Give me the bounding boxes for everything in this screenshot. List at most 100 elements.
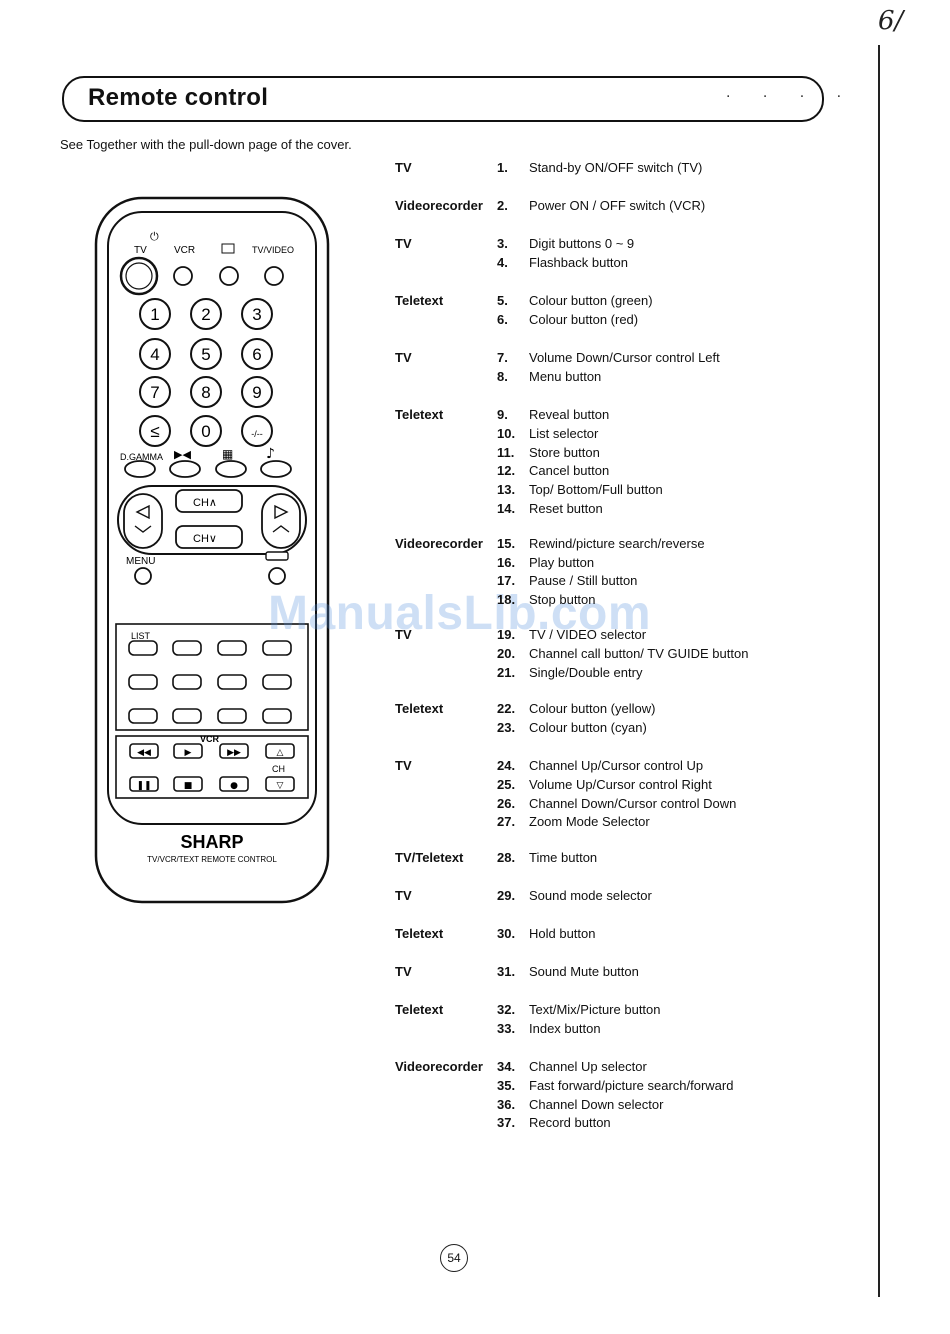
item-text: Play button	[529, 554, 595, 570]
legend-item: 2.Power ON / OFF switch (VCR)	[395, 198, 865, 217]
item-number: 7.	[497, 350, 508, 365]
item-number: 4.	[497, 254, 508, 270]
digit-label: 4	[150, 345, 159, 364]
vcr-symbol-icon: ■	[184, 781, 193, 791]
watermark: ManualsLib.com	[268, 587, 652, 640]
group-label: Teletext	[395, 293, 444, 308]
tv-video-label: TV/VIDEO	[252, 245, 294, 255]
item-number: 14.	[497, 500, 516, 516]
legend-item: 7.Volume Down/Cursor control Left	[395, 350, 865, 369]
legend-item: 28.Time button	[395, 850, 865, 869]
legend-item: 8.Menu button	[395, 369, 865, 388]
legend-item: 9. Reveal button	[395, 407, 865, 426]
item-text: Volume Up/Cursor control Right	[529, 776, 712, 792]
channel-up-button	[175, 489, 243, 513]
digit-button	[190, 415, 222, 447]
legend-item: 14.Reset button	[395, 501, 865, 520]
tv-label: TV	[134, 245, 147, 256]
digit-button	[241, 298, 273, 330]
item-text: Channel Down/Cursor control Down	[529, 795, 737, 811]
item-number: 13.	[497, 482, 516, 498]
digit-label: 3	[252, 305, 261, 324]
reveal-icon: ▶◀	[174, 448, 191, 461]
group-label: Teletext	[395, 407, 444, 422]
legend-item: 5.Colour button (green)	[395, 293, 865, 312]
vcr-symbol-icon: ❚❚	[136, 781, 151, 791]
vcr-symbol-icon: ▶▶	[227, 748, 241, 758]
teletext-button	[172, 640, 202, 656]
item-number: 36.	[497, 1096, 516, 1112]
item-text: Hold button	[529, 925, 596, 941]
zoom-icon	[265, 551, 289, 561]
group-label: Teletext	[395, 1001, 444, 1017]
group-label: Videorecorder	[395, 535, 483, 551]
color-button-1	[124, 460, 156, 478]
legend-item: 3.Digit buttons 0 ~ 9	[395, 236, 865, 255]
legend-item: 27. Zoom Mode Selector	[395, 814, 865, 833]
vcr-button	[129, 776, 159, 792]
legend-item: 36.Channel Down selector	[395, 1097, 865, 1116]
group-label: Videorecorder	[395, 198, 483, 213]
group-label: TV/Teletext	[395, 849, 464, 865]
item-number: 11.	[497, 444, 515, 460]
item-text: Reveal button	[529, 407, 610, 422]
item-text: Zoom Mode Selector	[529, 814, 650, 830]
item-number: 37.	[497, 1115, 516, 1131]
group-label: Videorecorder	[395, 1058, 483, 1074]
legend-item: 23. Colour button (cyan)	[395, 720, 865, 739]
teletext-button	[128, 708, 158, 724]
item-text: Pause / Still button	[529, 573, 638, 589]
page-title: Remote control	[88, 84, 269, 111]
item-text: Rewind/picture search/reverse	[529, 535, 705, 551]
digit-button	[241, 415, 273, 447]
item-number: 25.	[497, 776, 516, 792]
vcr-label: VCR	[174, 245, 195, 256]
legend-item: 12.Cancel button	[395, 463, 865, 482]
teletext-button	[262, 674, 292, 690]
item-text: Flashback button	[529, 254, 629, 270]
vcr-symbol-icon: ▶	[185, 748, 192, 758]
group-label: TV	[395, 350, 412, 365]
group-label: Teletext	[395, 925, 444, 941]
legend-item: 6.Colour button (red)	[395, 312, 865, 331]
item-number: 23.	[497, 719, 516, 735]
legend-item: 20.Channel call button/ TV GUIDE button	[395, 646, 865, 665]
d-gamma-label: D.GAMMA	[120, 452, 163, 462]
item-number: 6.	[497, 311, 508, 327]
vcr-symbol-icon: ▽	[277, 781, 284, 791]
legend-item: 1.Stand-by ON/OFF switch (TV)	[395, 160, 865, 179]
side-rule	[878, 45, 880, 1297]
legend-item: 19.TV / VIDEO selector	[395, 627, 865, 646]
subtitle-note: See Together with the pull-down page of …	[60, 137, 352, 152]
vcr-button	[265, 743, 295, 759]
legend-item: 31.Sound Mute button	[395, 964, 865, 983]
item-number: 1.	[497, 160, 508, 175]
item-text: Channel Up/Cursor control Up	[529, 757, 704, 773]
item-number: 27.	[497, 814, 516, 830]
channel-down-button	[175, 525, 243, 549]
digit-label: 6	[252, 345, 261, 364]
digit-button	[139, 338, 171, 370]
legend-item: 4. Flashback button	[395, 255, 865, 274]
color-button-2	[169, 460, 201, 478]
item-number: 10.	[497, 425, 516, 441]
digit-button	[241, 338, 273, 370]
legend-item: 37.Record button	[395, 1115, 865, 1134]
item-number: 9.	[497, 407, 508, 422]
item-text: Colour button (cyan)	[529, 719, 647, 735]
item-number: 21.	[497, 664, 516, 680]
power-symbol-icon: ⏻	[150, 230, 159, 243]
item-number: 31.	[497, 963, 516, 979]
item-text: Fast forward/picture search/forward	[529, 1077, 734, 1093]
item-text: Cancel button	[529, 463, 610, 479]
item-text: Power ON / OFF switch (VCR)	[529, 198, 706, 213]
list-label: LIST	[131, 631, 151, 641]
